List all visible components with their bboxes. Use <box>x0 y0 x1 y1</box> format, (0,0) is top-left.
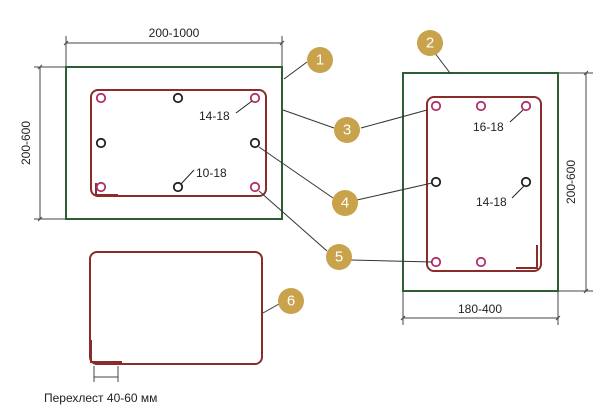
section-2-intermediate-rebar <box>475 100 487 112</box>
section-2-width-dimension <box>400 292 561 325</box>
section-1-intermediate-rebar <box>172 181 184 193</box>
stirrup-detail: Перехлест 40-60 мм <box>44 251 263 405</box>
section-2-width-label: 180-400 <box>458 302 502 316</box>
section-2-side-rebar <box>430 176 442 188</box>
callout-6-number: 6 <box>287 293 295 310</box>
callout-4-leader-left <box>258 146 334 199</box>
section-2: 180-400 200-600 16-18 14-18 <box>400 70 593 325</box>
callout-1-number: 1 <box>316 52 324 69</box>
section-1-corner-rebar <box>95 181 107 193</box>
section-2-side-rebar-label: 14-18 <box>476 195 507 209</box>
section-1-corner-rebar <box>95 92 107 104</box>
section-1-side-rebar <box>95 137 107 149</box>
section-2-corner-rebar <box>430 100 442 112</box>
callout-3-badge: 3 <box>334 117 360 143</box>
callout-6-badge: 6 <box>278 288 304 314</box>
callout-5-badge: 5 <box>326 244 352 270</box>
callout-5-number: 5 <box>335 249 343 266</box>
callout-4-leader-right <box>356 182 433 201</box>
stirrup-detail-hook <box>90 340 122 363</box>
section-1-intermediate-rebar <box>172 92 184 104</box>
section-2-intermediate-rebar <box>475 256 487 268</box>
callout-2-number: 2 <box>426 35 434 52</box>
callout-1-badge: 1 <box>307 47 333 73</box>
section-1: 200-1000 200-600 14-18 10-18 <box>19 26 285 222</box>
callout-5-leader-left <box>258 190 328 252</box>
overlap-note: Перехлест 40-60 мм <box>44 391 157 405</box>
section-1-concrete-outline <box>65 66 283 220</box>
section-2-corner-rebar <box>520 100 532 112</box>
section-1-top-rebar-label: 14-18 <box>199 109 230 123</box>
section-1-height-dimension <box>34 64 66 222</box>
callout-3-leader-right <box>360 109 428 129</box>
section-2-height-label: 200-600 <box>564 160 578 204</box>
stirrup-detail-outline <box>89 251 263 365</box>
section-1-side-rebar <box>249 137 261 149</box>
section-1-height-label: 200-600 <box>19 121 33 165</box>
section-2-stirrup-hook <box>516 245 538 269</box>
section-1-corner-rebar <box>249 92 261 104</box>
callout-3-leader-left <box>282 109 335 129</box>
section-2-side-label-leader <box>511 185 525 199</box>
callout-2-badge: 2 <box>417 30 443 56</box>
overlap-dimension <box>93 366 119 382</box>
callout-1-leader <box>283 61 308 80</box>
section-2-side-rebar <box>520 176 532 188</box>
callout-3-number: 3 <box>343 122 351 139</box>
section-1-bottom-label-leader <box>180 169 195 185</box>
section-2-height-dimension <box>558 70 593 294</box>
section-1-stirrup <box>90 89 267 197</box>
section-2-top-label-leader <box>509 109 524 123</box>
callout-leaders <box>258 47 451 314</box>
section-1-top-label-leader <box>235 100 253 114</box>
callout-5-leader-right <box>350 259 433 263</box>
section-1-bottom-rebar-label: 10-18 <box>196 166 227 180</box>
section-1-width-label: 200-1000 <box>149 26 200 40</box>
section-2-top-rebar-label: 16-18 <box>473 120 504 134</box>
section-1-corner-rebar <box>249 181 261 193</box>
section-2-corner-rebar <box>430 256 442 268</box>
callout-4-badge: 4 <box>332 190 358 216</box>
section-1-width-dimension <box>63 36 285 66</box>
callout-6-leader <box>262 303 280 314</box>
section-2-concrete-outline <box>402 72 559 292</box>
callout-4-number: 4 <box>341 195 349 212</box>
